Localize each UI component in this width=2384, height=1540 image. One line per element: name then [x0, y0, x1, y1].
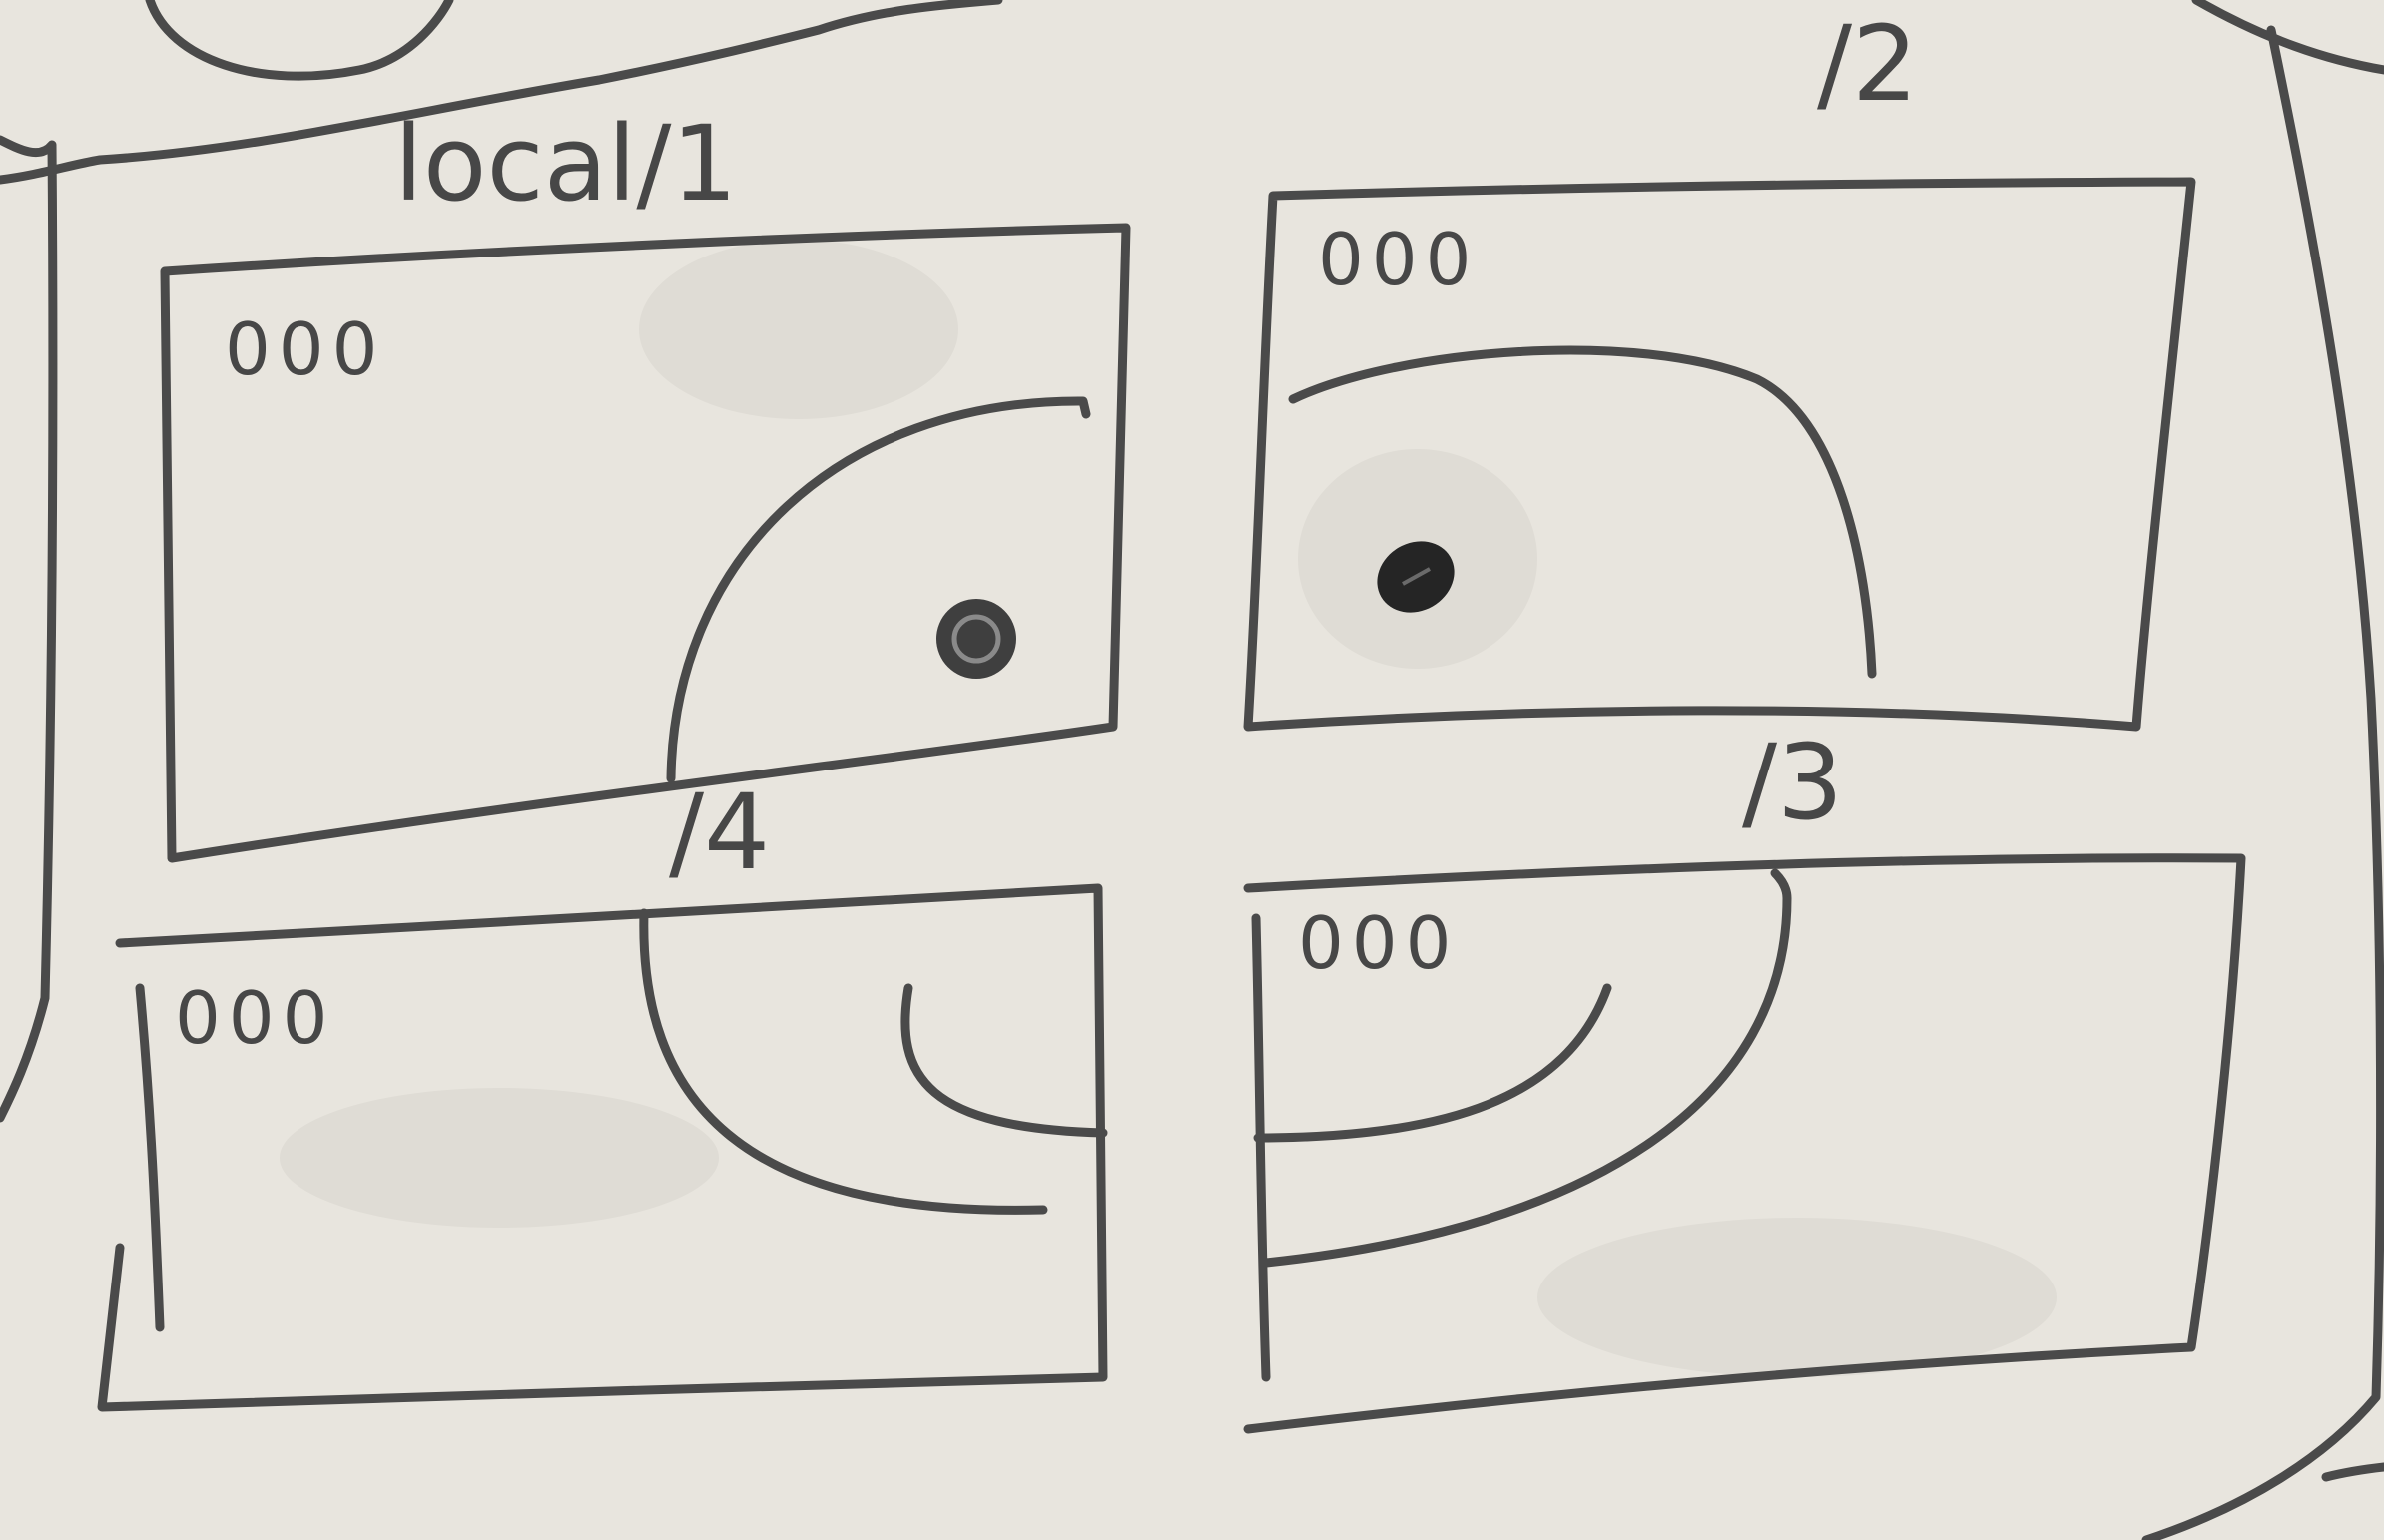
window-frame [160, 223, 1131, 863]
large-arc-shape [639, 908, 1048, 1215]
window-local-1: local/1 000 [160, 103, 1131, 863]
window-2: /2 000 [1243, 3, 2196, 732]
quarter-arc-shape [666, 396, 1091, 783]
filled-dot-icon [1377, 541, 1455, 613]
window-label: /2 [1817, 3, 1918, 125]
vertical-stub [135, 983, 165, 1332]
window-frame [1243, 177, 2196, 732]
paper-texture [280, 240, 2057, 1377]
window-label: local/1 [394, 103, 738, 225]
ringed-dot-icon [936, 599, 1016, 679]
inner-arc-shape [1253, 983, 1612, 1143]
window-label: /4 [669, 771, 770, 893]
window-frame [97, 883, 1108, 1412]
small-arc-shape [900, 983, 1108, 1138]
window-3: /3 000 [1243, 722, 2246, 1434]
traffic-lights: 000 [1318, 218, 1479, 301]
window-label: /3 [1742, 722, 1843, 843]
vertical-stub [1251, 913, 1271, 1382]
window-4: /4 000 [97, 771, 1108, 1412]
traffic-lights: 000 [225, 307, 385, 391]
traffic-lights: 000 [175, 976, 335, 1060]
traffic-lights: 000 [1298, 901, 1459, 985]
outer-arc-shape [1261, 868, 1792, 1268]
window-frame [1243, 853, 2246, 1434]
arc-shape [1288, 345, 1877, 679]
